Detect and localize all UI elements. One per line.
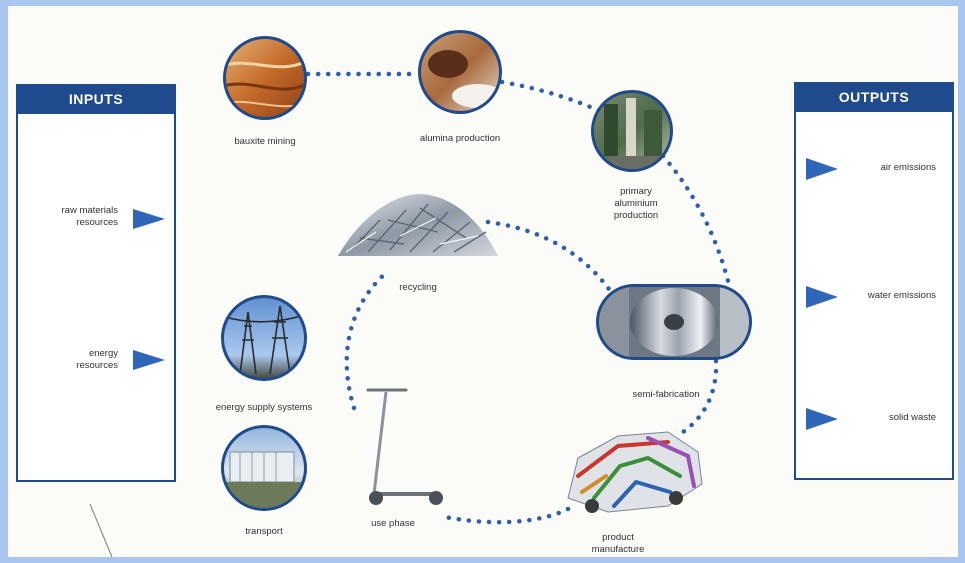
label-product-manufacture: product manufacture: [591, 532, 645, 555]
output-arrow-air: [806, 158, 838, 180]
primary-aluminium-production-image: [591, 90, 673, 172]
use-phase-image: [366, 388, 443, 505]
output-arrow-water: [806, 286, 838, 308]
output-label-water: water emissions: [867, 290, 936, 301]
label-semi-fabrication: semi-fabrication: [632, 389, 700, 400]
life-cycle-diagram: INPUTS raw materials resources energy re…: [8, 6, 958, 557]
label-use-phase: use phase: [371, 518, 415, 529]
pen-stroke: [89, 503, 113, 557]
label-alumina-production: alumina production: [419, 133, 501, 144]
input-label-energy: energy resources: [76, 348, 118, 371]
outputs-title: OUTPUTS: [794, 82, 954, 112]
input-arrow-energy: [133, 350, 165, 370]
output-label-air: air emissions: [880, 162, 936, 173]
label-energy-supply-systems: energy supply systems: [215, 402, 313, 413]
transport-image: [221, 425, 307, 511]
flow-primary-to-semi: [660, 153, 733, 292]
flow-alumina-to-primary: [499, 79, 605, 115]
energy-supply-systems-image: [221, 295, 307, 381]
label-primary-aluminium-production: primary aluminium production: [613, 186, 659, 221]
input-arrow-raw-materials: [133, 209, 165, 229]
outputs-panel: OUTPUTS air emissions water emissions so…: [794, 82, 954, 480]
flow-path: [305, 71, 733, 525]
label-bauxite-mining: bauxite mining: [234, 136, 296, 147]
recycling-image: [338, 194, 498, 256]
inputs-panel: INPUTS raw materials resources energy re…: [16, 84, 176, 482]
flow-use-to-recycling: [344, 268, 391, 411]
inputs-title: INPUTS: [16, 84, 176, 114]
output-label-solid: solid waste: [889, 412, 936, 423]
diagram-graphics: [89, 30, 752, 557]
label-transport: transport: [245, 526, 283, 537]
flow-semi-to-product: [677, 348, 719, 437]
bauxite-mining-image: [223, 36, 307, 120]
label-recycling: recycling: [399, 282, 437, 293]
semi-fabrication-image: [596, 284, 752, 360]
input-label-raw-materials: raw materials resources: [61, 205, 119, 228]
output-arrow-solid: [806, 408, 838, 430]
flow-product-to-use: [437, 506, 571, 525]
product-manufacture-image: [567, 431, 703, 513]
flow-recycling-to-semi: [485, 219, 617, 299]
alumina-production-image: [418, 30, 502, 114]
